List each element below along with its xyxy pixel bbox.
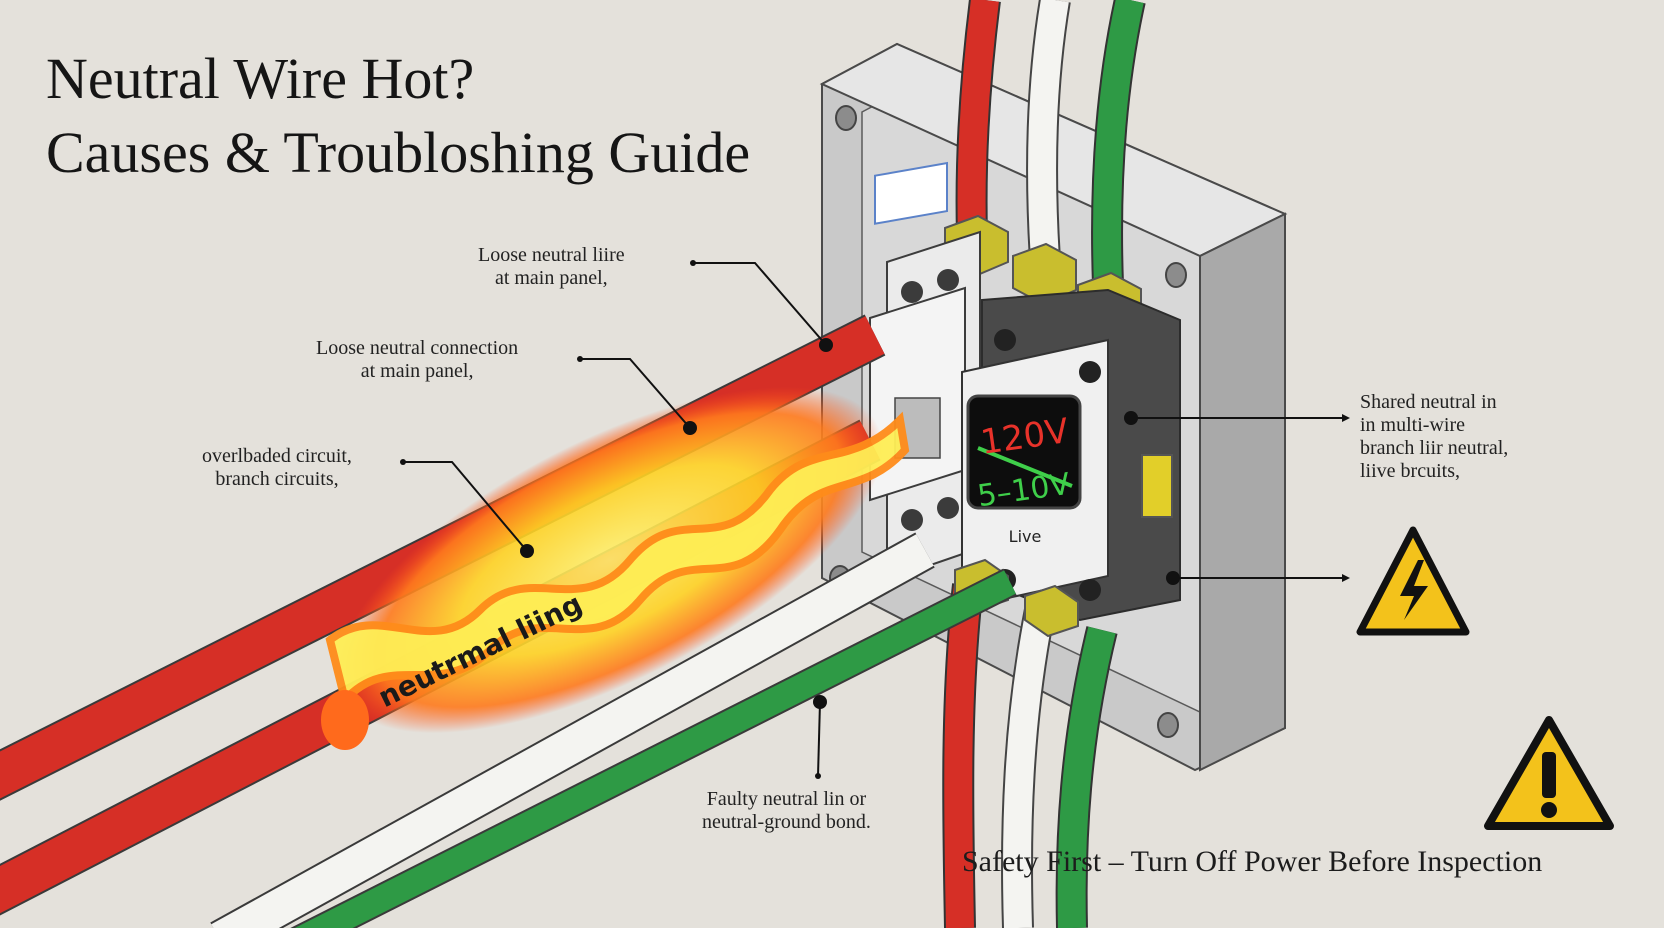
- caution-warning-icon: [1484, 716, 1614, 830]
- screw-hole-bottom-right: [1157, 712, 1179, 738]
- callout-leaders: [403, 262, 1342, 777]
- screw-hole-top-left: [835, 105, 857, 131]
- vertical-wires-top: [955, 0, 1146, 286]
- callout-overloaded-circuit: overlbaded circuit,branch circuits,: [202, 445, 352, 490]
- high-voltage-warning-icon: [1356, 526, 1470, 636]
- meter-caption: Live: [1009, 527, 1042, 546]
- breaker-left: [869, 161, 981, 582]
- vertical-wires-bottom: [942, 558, 1118, 928]
- overheating-glow: neutrmal liing: [321, 386, 910, 750]
- breaker-meter: 120V 5–10V Live: [961, 288, 1181, 622]
- page-title-line-1: Neutral Wire Hot?: [46, 46, 475, 111]
- callout-dots: [400, 260, 1350, 779]
- page-title-line-2: Causes & Troubloshing Guide: [46, 120, 751, 185]
- safety-footer: Safety First – Turn Off Power Before Ins…: [962, 845, 1543, 878]
- screw-hole-top-right: [1165, 262, 1187, 288]
